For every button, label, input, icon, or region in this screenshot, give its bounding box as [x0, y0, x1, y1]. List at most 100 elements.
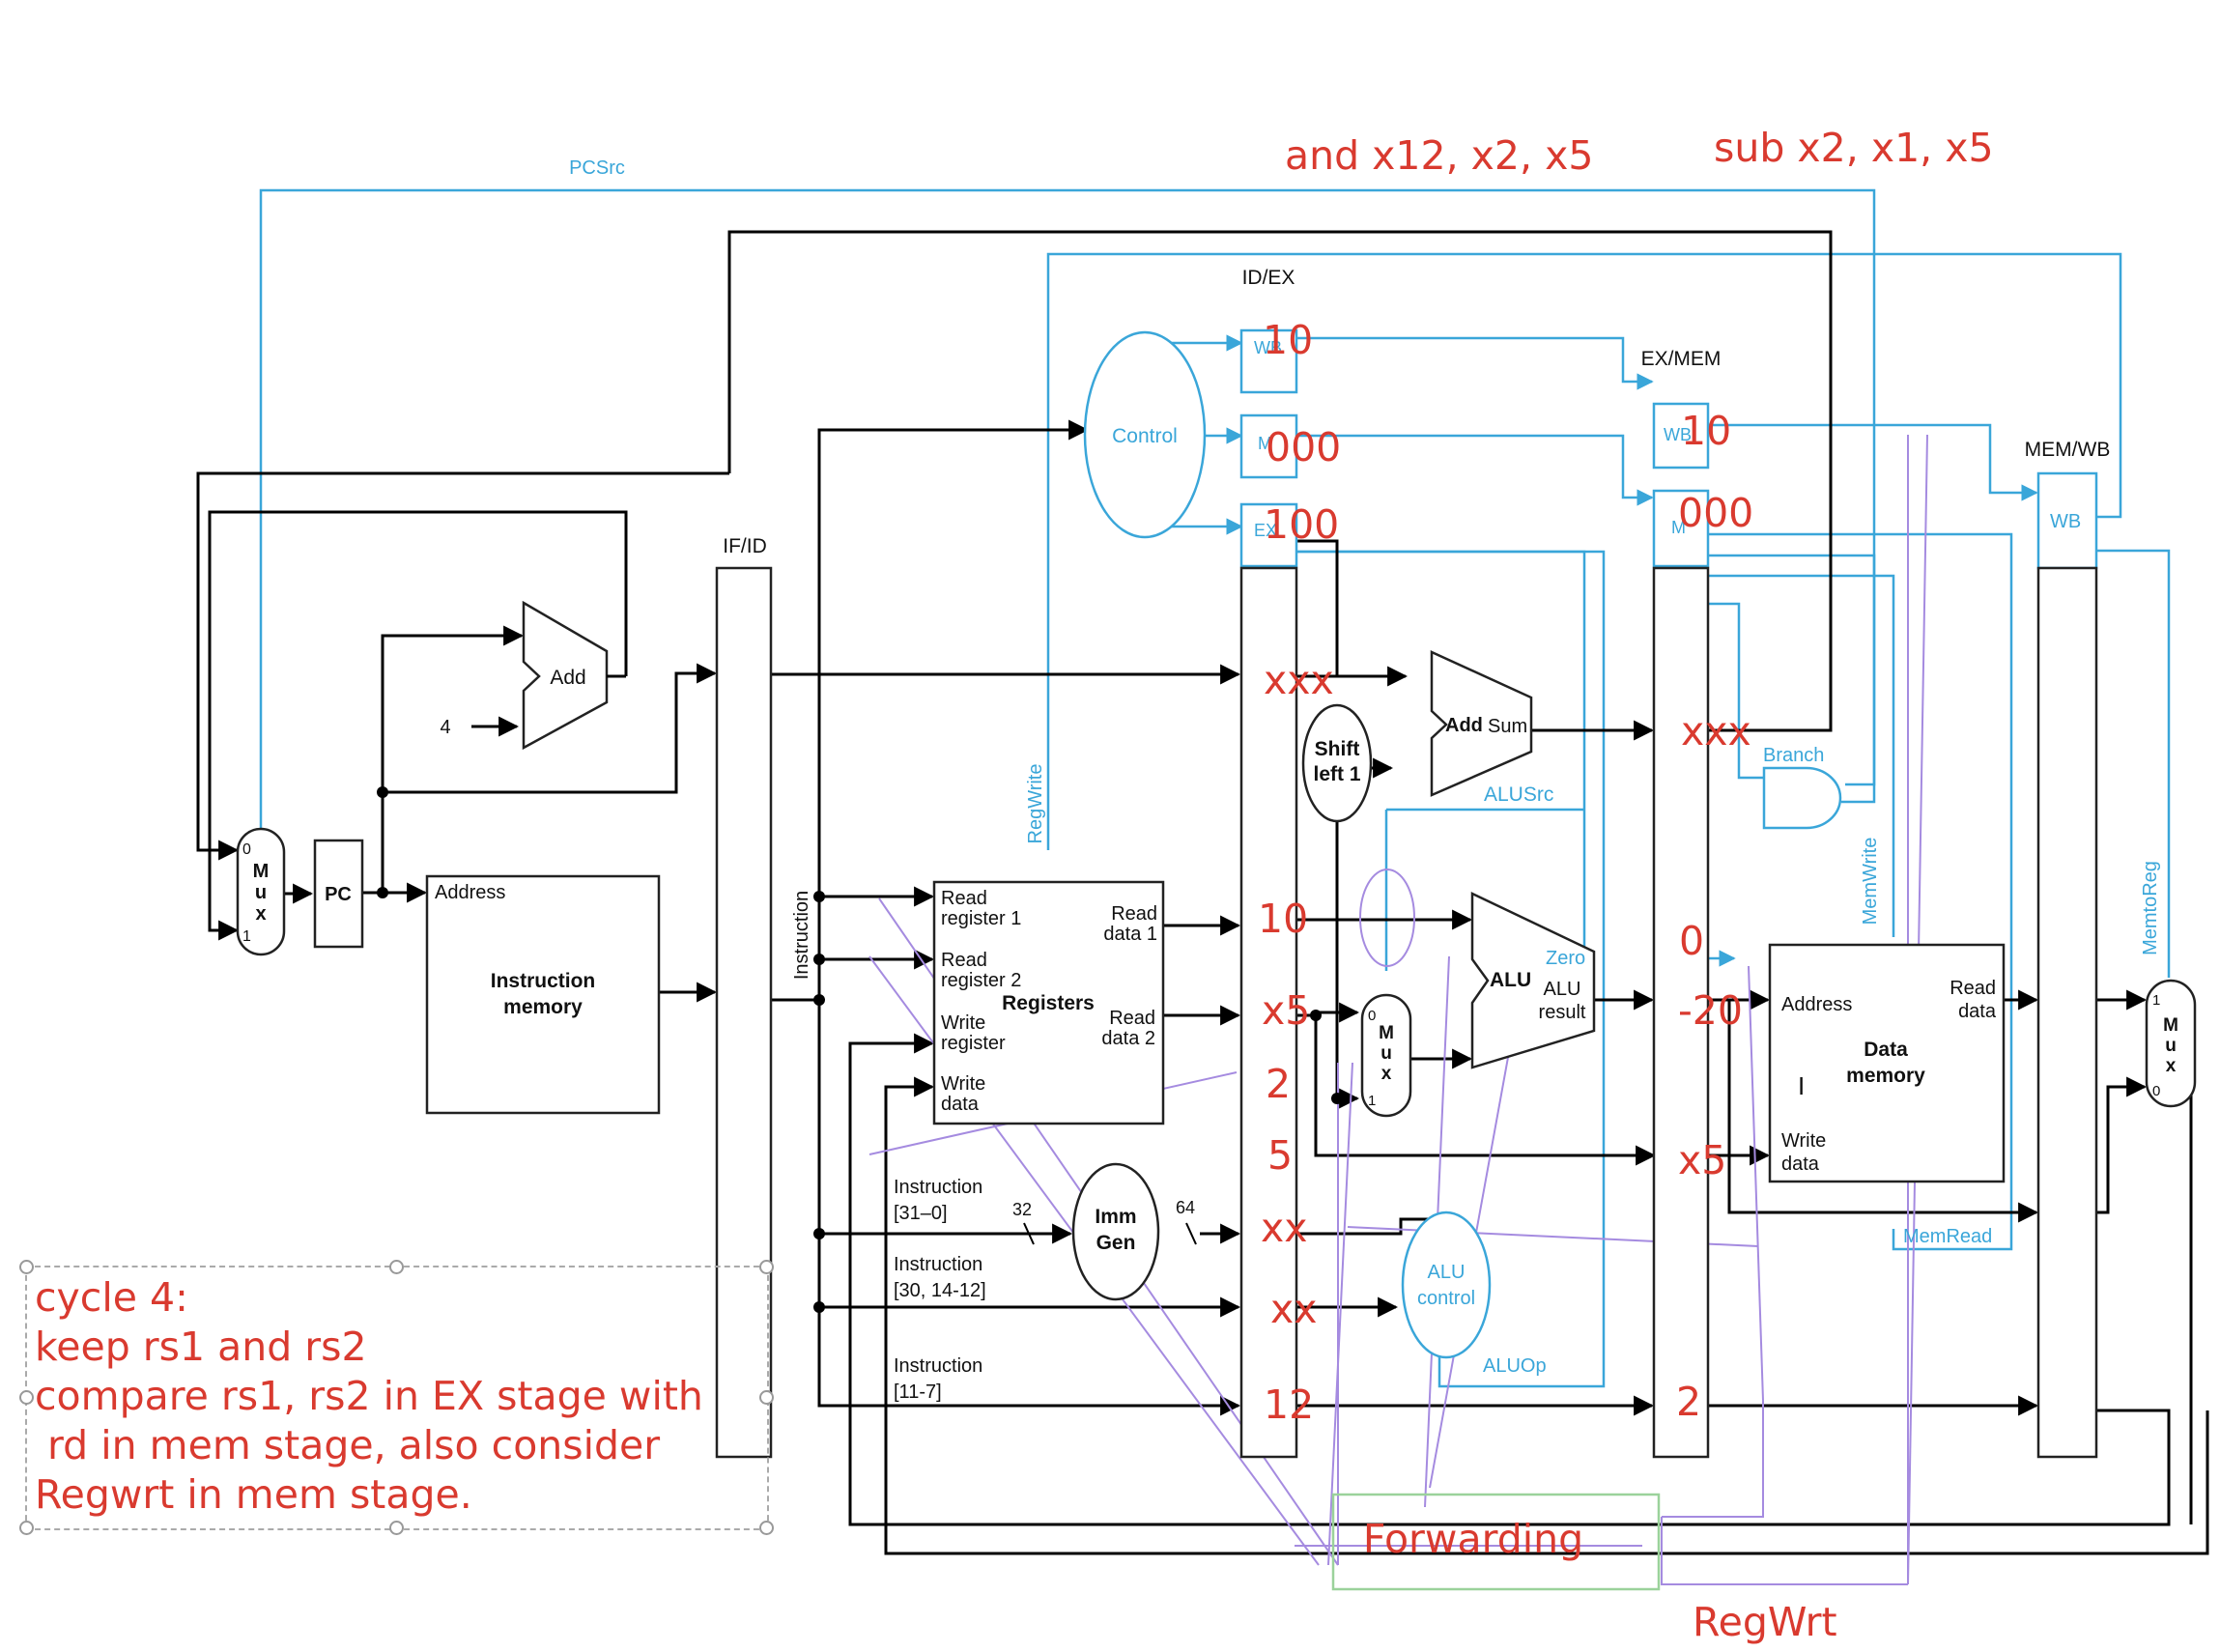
exmem-wb-field: WB — [1664, 425, 1692, 444]
branch-adder-sum-label: Sum — [1488, 716, 1527, 737]
textbox-resize-handle[interactable] — [759, 1260, 774, 1274]
instruction-11-7-label: Instruction[11-7] — [894, 1355, 982, 1403]
writeback-mux-input-1: 1 — [2152, 992, 2160, 1009]
forwarding-unit: Forwarding — [1331, 1493, 1661, 1591]
memwb-wb-field: WB — [2050, 511, 2081, 532]
pipeline-register-mem-wb: MEM/WB WB — [2025, 439, 2111, 1459]
idex-rs1-value: 2 — [1266, 1061, 1291, 1107]
textbox-resize-handle[interactable] — [19, 1390, 34, 1405]
textbox-resize-handle[interactable] — [389, 1260, 404, 1274]
textbox-resize-handle[interactable] — [19, 1521, 34, 1535]
pipeline-register-ex-mem: EX/MEM WB M — [1641, 348, 1722, 1459]
branch-label: Branch — [1763, 745, 1824, 766]
textbox-resize-handle[interactable] — [19, 1260, 34, 1274]
idex-pc-value: xxx — [1264, 657, 1334, 703]
idex-rs2-value: 5 — [1267, 1132, 1293, 1179]
instruction-sub-label: sub x2, x1, x5 — [1714, 125, 1994, 171]
idex-read-data-2-value: x5 — [1262, 987, 1310, 1034]
instruction-30-14-12-label: Instruction[30, 14-12] — [894, 1254, 986, 1301]
branch-and-gate — [1762, 766, 1842, 830]
idex-wb-value: 10 — [1263, 317, 1313, 363]
idex-wb-field: WB — [1254, 338, 1282, 357]
imm-out-width: 64 — [1176, 1198, 1195, 1217]
zero-label: Zero — [1546, 948, 1585, 969]
annotation-note-text[interactable]: cycle 4: keep rs1 and rs2 compare rs1, r… — [35, 1274, 703, 1518]
idex-ex-field: EX — [1254, 521, 1277, 540]
idex-funct-value: xx — [1270, 1286, 1318, 1332]
exmem-write-data-value: x5 — [1678, 1137, 1726, 1183]
instruction-bus-label: Instruction — [791, 891, 812, 980]
branch-adder: Add Sum — [1430, 650, 1533, 797]
idex-read-data-1-value: 10 — [1258, 896, 1308, 942]
label-if-id: IF/ID — [723, 535, 767, 557]
constant-four: 4 — [440, 717, 450, 738]
memtoreg-label: MemtoReg — [2140, 861, 2161, 955]
pipeline-register-id-ex: ID/EX WB M EX — [1239, 267, 1298, 1459]
exmem-rd-value: 2 — [1676, 1379, 1701, 1425]
label-mem-wb: MEM/WB — [2025, 439, 2111, 461]
forwarding-label: Forwarding — [1363, 1516, 1583, 1562]
textbox-resize-handle[interactable] — [759, 1390, 774, 1405]
exmem-branch-target-value: xxx — [1681, 708, 1751, 755]
regwrt-label: RegWrt — [1693, 1599, 1837, 1645]
text-cursor-icon: I — [1798, 1071, 1805, 1100]
pc-label: PC — [325, 884, 352, 905]
dmem-address-label: Address — [1781, 994, 1852, 1015]
exmem-m-value: 000 — [1678, 490, 1753, 536]
idex-m-value: 000 — [1266, 424, 1341, 470]
alusrc-mux-input-1: 1 — [1368, 1093, 1376, 1109]
exmem-alu-result-value: -20 — [1678, 987, 1743, 1034]
alu-label: ALU — [1490, 969, 1531, 991]
imem-address-label: Address — [435, 882, 505, 903]
pc-mux-input-0: 0 — [242, 841, 251, 858]
writeback-mux-input-0: 0 — [2152, 1083, 2160, 1099]
label-ex-mem: EX/MEM — [1641, 348, 1722, 370]
control-wires — [259, 188, 2171, 1388]
pcsrc-label: PCSrc — [569, 157, 625, 179]
idex-rd-value: 12 — [1264, 1381, 1314, 1428]
memread-label: MemRead — [1903, 1226, 1992, 1247]
imm-in-width: 32 — [1012, 1200, 1032, 1219]
alusrc-mux-input-0: 0 — [1368, 1008, 1376, 1024]
memwrite-label: MemWrite — [1860, 838, 1881, 926]
pc-mux-input-1: 1 — [242, 928, 251, 945]
exmem-zero-value: 0 — [1679, 918, 1704, 964]
instruction-and-label: and x12, x2, x5 — [1285, 132, 1593, 179]
pc-adder: Add 4 — [440, 600, 626, 751]
program-counter: PC — [313, 786, 388, 949]
textbox-resize-handle[interactable] — [759, 1521, 774, 1535]
exmem-wb-value: 10 — [1681, 408, 1731, 454]
pc-adder-label: Add — [550, 667, 585, 689]
textbox-resize-handle[interactable] — [389, 1521, 404, 1535]
exmem-m-field: M — [1671, 518, 1686, 537]
pipeline-register-if-id: IF/ID — [715, 535, 773, 1459]
control-label: Control — [1112, 425, 1178, 447]
instruction-bus-junctions — [813, 891, 825, 1313]
instruction-31-0-label: Instruction[31–0] — [894, 1177, 982, 1224]
branch-adder-add-label: Add — [1445, 715, 1483, 736]
